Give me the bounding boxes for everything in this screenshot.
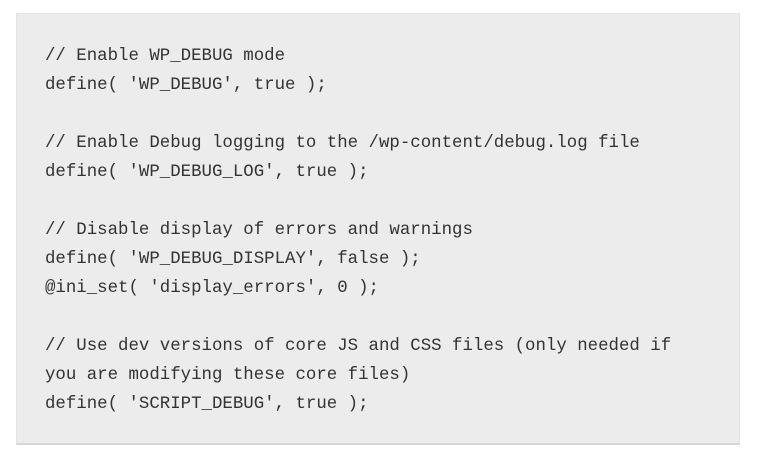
code-block: // Enable WP_DEBUG mode define( 'WP_DEBU…	[16, 13, 740, 445]
code-content: // Enable WP_DEBUG mode define( 'WP_DEBU…	[45, 47, 672, 414]
